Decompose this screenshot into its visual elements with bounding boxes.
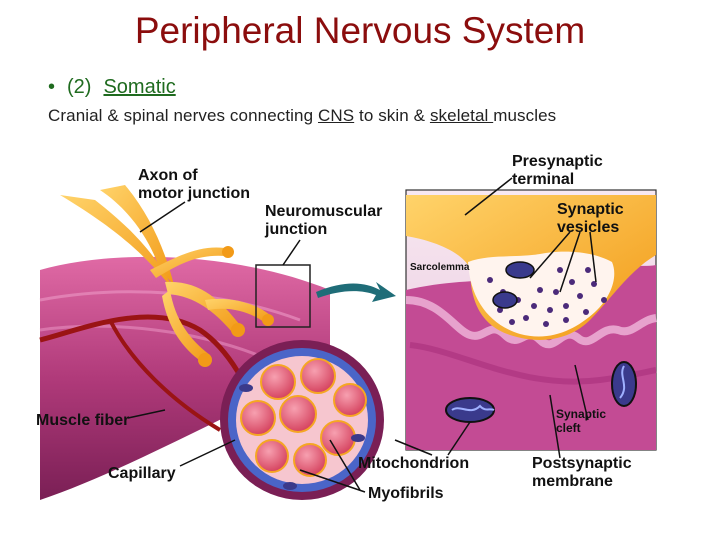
label-axon-1: Axon of bbox=[138, 167, 198, 184]
bullet-marker: • bbox=[48, 76, 56, 98]
label-nmj-2: junction bbox=[264, 221, 327, 238]
label-mitochondrion: Mitochondrion bbox=[358, 455, 469, 472]
description: Cranial & spinal nerves connecting CNS t… bbox=[48, 106, 556, 126]
label-postsyn-2: membrane bbox=[532, 473, 613, 490]
label-capillary: Capillary bbox=[108, 465, 176, 482]
label-axon-2: motor junction bbox=[138, 185, 250, 202]
desc-cns: CNS bbox=[317, 106, 355, 125]
label-nmj-1: Neuromuscular bbox=[265, 203, 382, 220]
label-sarcolemma: Sarcolemma bbox=[410, 262, 470, 273]
desc-part1: Cranial & spinal nerves connecting bbox=[48, 106, 318, 125]
label-postsyn-1: Postsynaptic bbox=[532, 455, 632, 472]
label-vesicles-1: Synaptic bbox=[557, 201, 624, 218]
label-muscle-fiber: Muscle fiber bbox=[36, 412, 129, 429]
desc-part2: to skin & bbox=[354, 106, 430, 125]
bullet-number: (2) bbox=[67, 76, 92, 98]
label-cleft-2: cleft bbox=[556, 421, 581, 435]
label-myofibrils: Myofibrils bbox=[368, 485, 444, 502]
zoom-arrow-icon bbox=[316, 282, 396, 302]
synapse-closeup-panel bbox=[405, 189, 657, 451]
bullet-line: • (2) Somatic bbox=[48, 76, 176, 99]
label-presyn-1: Presynaptic bbox=[512, 153, 603, 170]
desc-part3: muscles bbox=[493, 106, 557, 125]
muscle-fiber-illustration bbox=[39, 256, 384, 500]
slide-title: Peripheral Nervous System bbox=[134, 10, 586, 51]
motor-axon-illustration bbox=[60, 185, 274, 367]
label-presyn-2: terminal bbox=[512, 171, 574, 188]
label-vesicles-2: vesicles bbox=[557, 219, 619, 236]
desc-skeletal: skeletal bbox=[429, 106, 494, 125]
bullet-term: Somatic bbox=[103, 76, 176, 98]
leader-lines bbox=[127, 177, 597, 493]
label-cleft-1: Synaptic bbox=[556, 407, 606, 421]
